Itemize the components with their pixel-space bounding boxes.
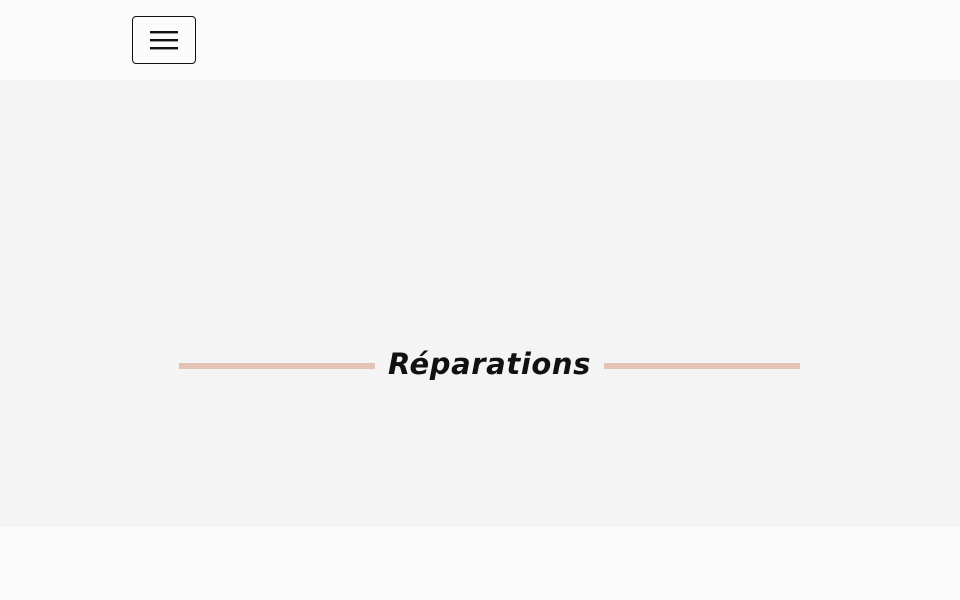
top-bar — [0, 0, 960, 80]
title-rule-left — [179, 363, 375, 369]
menu-toggle-button[interactable] — [132, 16, 196, 64]
hamburger-menu-icon — [150, 31, 178, 50]
hero-section: Réparations — [0, 80, 960, 527]
title-rule-right — [604, 363, 800, 369]
section-title: Réparations — [388, 347, 591, 381]
section-title-row: Réparations — [179, 342, 800, 386]
content-section — [0, 527, 960, 600]
